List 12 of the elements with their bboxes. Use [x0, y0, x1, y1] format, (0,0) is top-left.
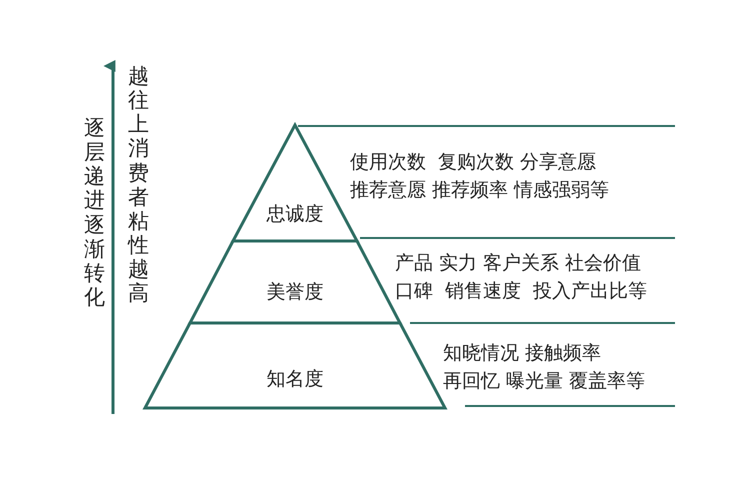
metric-text: 使用次数 复购次数 分享意愿 — [350, 150, 598, 174]
metric-text: 口碑 销售速度 投入产出比等 — [395, 279, 648, 303]
metric-text: 推荐意愿 推荐频率 情感强弱等 — [350, 178, 610, 202]
pyramid-level — [145, 323, 445, 408]
level-title: 知名度 — [266, 367, 324, 392]
metric-text: 知晓情况 接触频率 — [443, 341, 602, 365]
level-title: 美誉度 — [266, 280, 324, 305]
level-title: 忠诚度 — [266, 202, 324, 227]
vertical-label: 逐层递进逐渐转化 — [84, 116, 105, 310]
vertical-label: 越往上消费者粘性越高 — [128, 64, 149, 306]
metric-text: 产品 实力 客户关系 社会价值 — [395, 251, 642, 275]
metric-text: 再回忆 曝光量 覆盖率等 — [443, 369, 646, 393]
